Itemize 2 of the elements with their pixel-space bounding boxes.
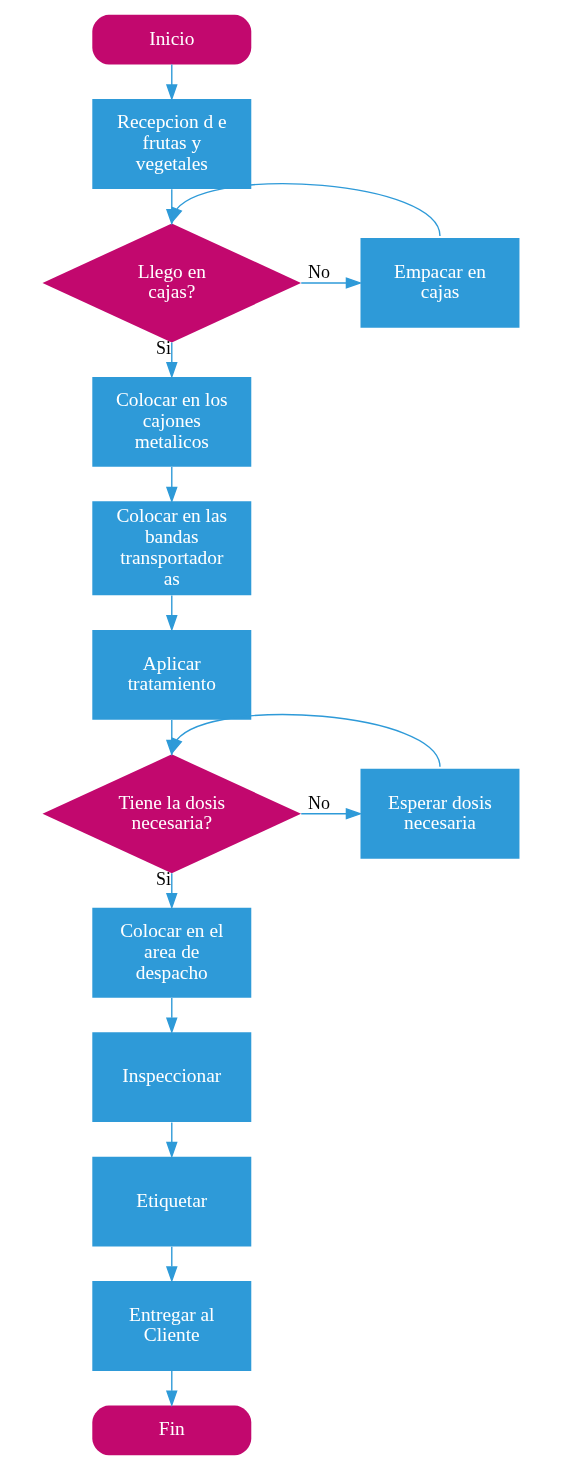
- edge-label: No: [308, 261, 331, 282]
- edge-label: No: [308, 792, 331, 813]
